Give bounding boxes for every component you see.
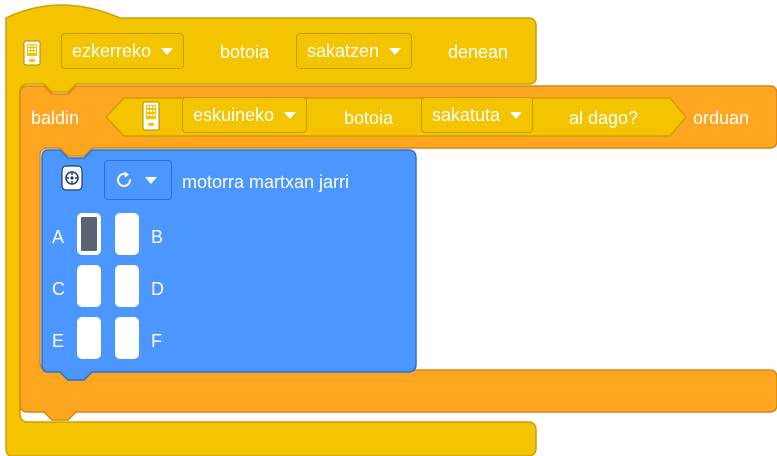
port-d-toggle[interactable] (115, 265, 139, 307)
hat-action-select[interactable]: sakatzen (296, 33, 413, 69)
port-letter-f: F (151, 331, 162, 351)
chevron-down-icon (284, 111, 297, 119)
port-letter-e: E (52, 331, 65, 351)
motor-label: motorra martxan jarri (182, 172, 350, 192)
condition-text-button: botoia (344, 108, 394, 128)
hat-text-when: denean (448, 42, 509, 62)
condition-text-question: al dago? (569, 108, 639, 128)
hat-button-select[interactable]: ezkerreko (61, 33, 185, 69)
hat-text-button: botoia (220, 42, 270, 62)
hub-button-icon (141, 101, 161, 138)
port-letter-a: A (52, 227, 65, 247)
port-c-toggle[interactable] (77, 265, 101, 307)
then-label: orduan (693, 108, 750, 128)
port-e-toggle[interactable] (77, 317, 101, 359)
port-b-toggle[interactable] (115, 213, 139, 255)
condition-state-select-value: sakatuta (432, 104, 501, 125)
port-f-toggle[interactable] (115, 317, 139, 359)
clockwise-arrow-icon (117, 171, 131, 187)
port-letter-d: D (151, 279, 164, 299)
hub-button-icon (22, 40, 42, 73)
hat-block-shape[interactable] (5, 4, 537, 456)
chevron-down-icon (389, 47, 402, 55)
chevron-down-icon (510, 111, 523, 119)
direction-select[interactable] (104, 160, 172, 200)
motor-icon (60, 165, 84, 196)
chevron-down-icon (145, 176, 157, 184)
hat-action-select-value: sakatzen (307, 40, 380, 61)
port-a-toggle[interactable] (77, 213, 101, 255)
port-letter-c: C (52, 279, 65, 299)
condition-button-select-value: eskuineko (193, 104, 275, 125)
condition-state-select[interactable]: sakatuta (421, 97, 534, 133)
chevron-down-icon (161, 47, 174, 55)
condition-button-select[interactable]: eskuineko (182, 97, 308, 133)
if-label: baldin (31, 108, 80, 128)
port-letter-b: B (151, 227, 164, 247)
hat-button-select-value: ezkerreko (72, 40, 152, 61)
